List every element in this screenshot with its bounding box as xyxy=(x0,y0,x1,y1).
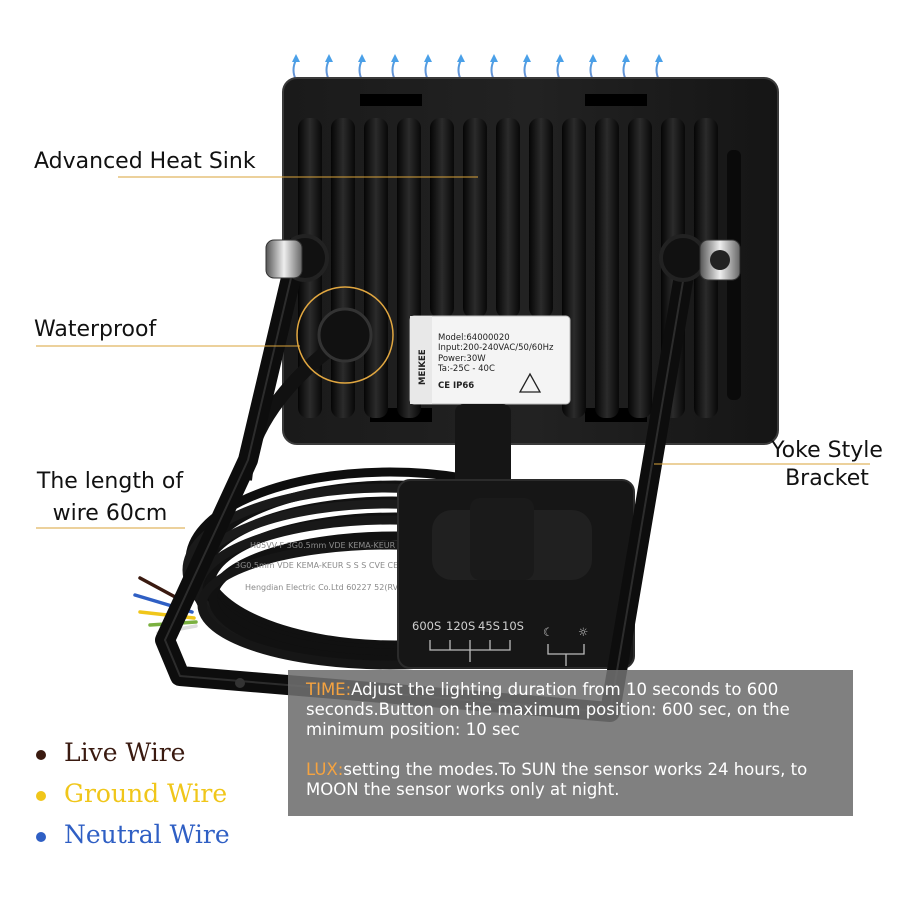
svg-text:Model:64000020: Model:64000020 xyxy=(438,333,510,343)
wire-length-line1: The length of xyxy=(36,469,184,494)
svg-text:3G0.5mm VDE KEMA-KEUR S S S: 3G0.5mm VDE KEMA-KEUR S S S CVE CEEC IEM… xyxy=(235,561,450,570)
svg-text:Input:200-240VAC/50/60Hz: Input:200-240VAC/50/60Hz xyxy=(438,343,554,353)
svg-text:CE IP66: CE IP66 xyxy=(438,381,474,391)
moon-icon: ☾ xyxy=(543,625,553,639)
cable-print: H05VV-F 3G0.5mm VDE KEMA-KEUR 3G0.5mm VD… xyxy=(235,541,450,592)
time-dial[interactable]: 600S 120S 45S 10S xyxy=(412,619,524,662)
product-label: MEIKEE Model:64000020 Input:200-240VAC/5… xyxy=(409,315,571,405)
waterproof-callout: Waterproof xyxy=(34,317,157,342)
waterproof-gland xyxy=(317,307,373,363)
sensor-info-box: TIME:Adjust the lighting duration from 1… xyxy=(288,670,853,816)
bracket-line1: Yoke Style xyxy=(771,438,883,463)
time-text: Adjust the lighting duration from 10 sec… xyxy=(306,680,790,739)
live-wire-label: Live Wire xyxy=(64,738,186,767)
floodlight-housing xyxy=(282,77,779,445)
brand-text: MEIKEE xyxy=(418,349,428,385)
svg-text:45S: 45S xyxy=(478,619,500,633)
wire-legend-neutral: Neutral Wire xyxy=(36,820,230,850)
svg-text:600S: 600S xyxy=(412,619,441,633)
time-keyword: TIME: xyxy=(306,680,352,699)
pir-sensor-box: 600S 120S 45S 10S ☾ ☼ xyxy=(397,479,635,669)
lux-dial[interactable]: ☾ ☼ xyxy=(543,625,588,666)
wire-length-line2: wire 60cm xyxy=(52,501,168,526)
svg-text:Power:30W: Power:30W xyxy=(438,354,486,364)
neutral-wire-label: Neutral Wire xyxy=(64,820,230,849)
callout-lines xyxy=(36,176,870,529)
svg-text:Hengdian Electric Co.Ltd 60227: Hengdian Electric Co.Ltd 60227 52(RVV) xyxy=(245,583,407,592)
bracket-line2: Bracket xyxy=(785,466,869,491)
sun-icon: ☼ xyxy=(578,625,588,639)
svg-text:H05VV-F 3G0.5mm VDE KEMA-KEUR: H05VV-F 3G0.5mm VDE KEMA-KEUR xyxy=(250,541,396,550)
ground-wire-dot xyxy=(36,790,46,801)
bracket-callout: Yoke Style Bracket xyxy=(760,437,894,493)
svg-text:Ta:-25C - 40C: Ta:-25C - 40C xyxy=(437,364,495,374)
lux-text: setting the modes.To SUN the sensor work… xyxy=(306,760,808,799)
bracket-knobs xyxy=(265,239,741,281)
ground-wire-label: Ground Wire xyxy=(64,779,228,808)
time-description: TIME:Adjust the lighting duration from 1… xyxy=(306,680,839,740)
live-wire-dot xyxy=(36,749,46,760)
lux-description: LUX:setting the modes.To SUN the sensor … xyxy=(306,760,839,800)
lux-keyword: LUX: xyxy=(306,760,344,779)
wire-legend-ground: Ground Wire xyxy=(36,779,227,809)
wire-legend-live: Live Wire xyxy=(36,738,185,768)
heat-sink-callout: Advanced Heat Sink xyxy=(34,149,256,174)
svg-text:10S: 10S xyxy=(502,619,524,633)
yoke-bracket xyxy=(155,234,707,722)
neutral-wire-dot xyxy=(36,831,46,842)
warning-triangle-icon xyxy=(518,372,542,393)
wire-length-callout: The length of wire 60cm xyxy=(32,468,188,528)
svg-text:120S: 120S xyxy=(446,619,475,633)
